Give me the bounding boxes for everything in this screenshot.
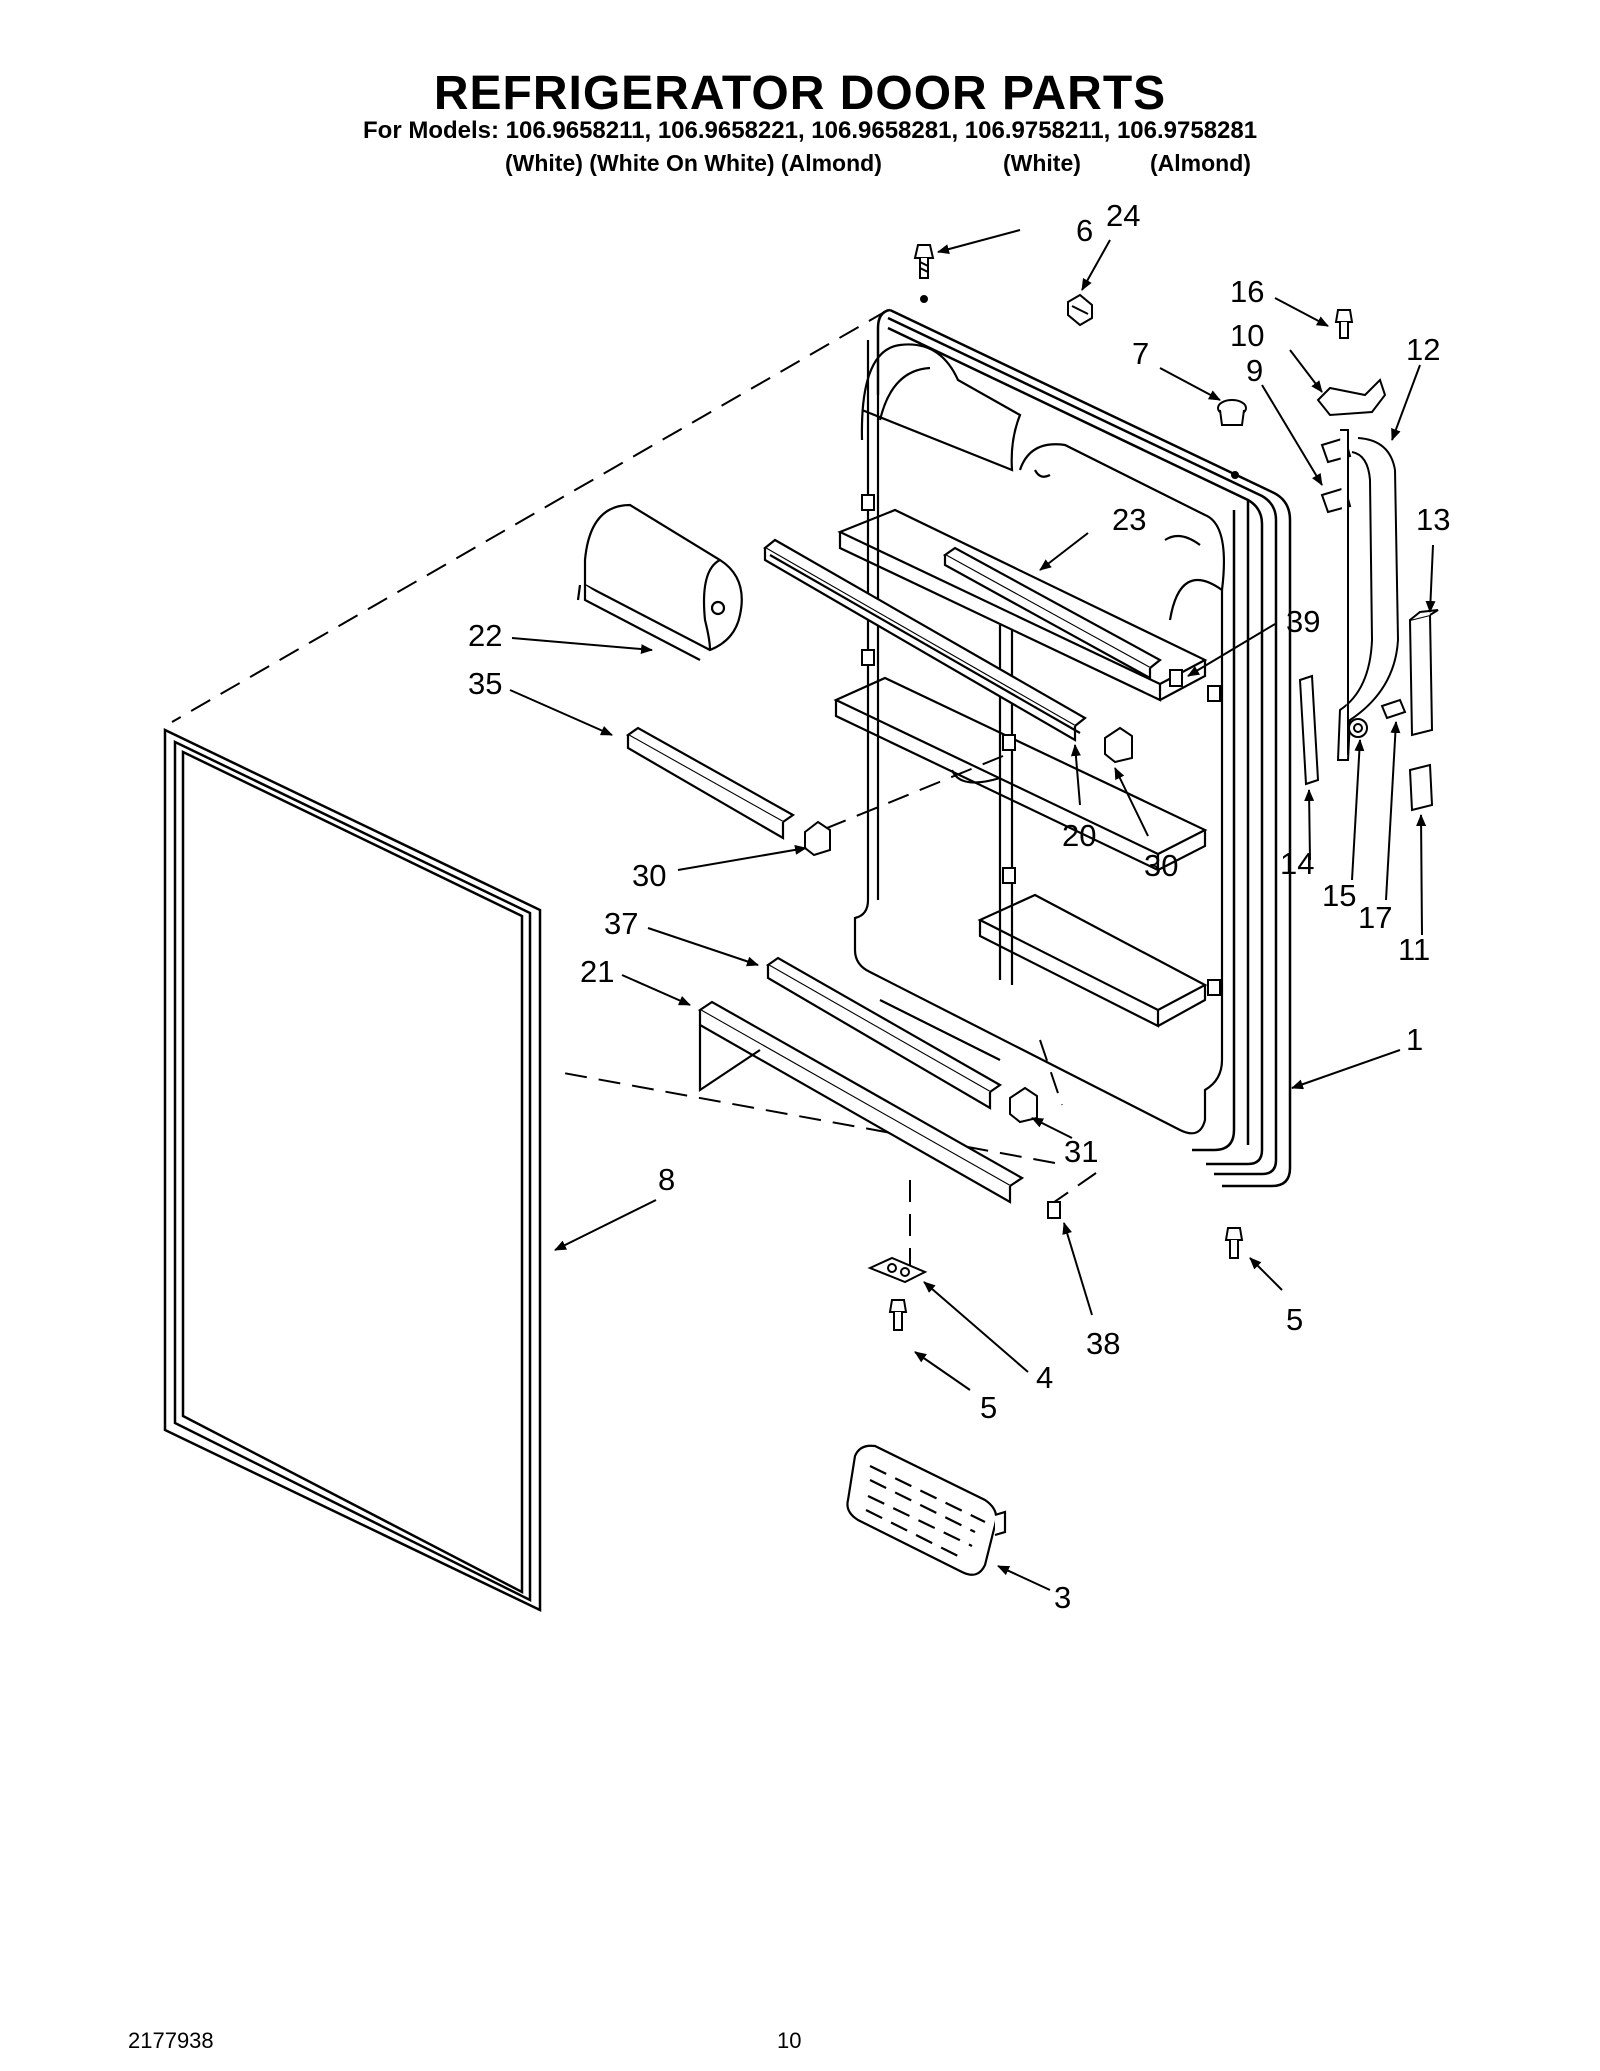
dashed-guide-lines	[171, 309, 1097, 1265]
shelf-rail-23	[942, 546, 1162, 680]
callout-1: 1	[1406, 1022, 1423, 1057]
door-liner	[853, 340, 1224, 1135]
callout-15: 15	[1322, 878, 1356, 913]
shelf-rail-upper	[763, 538, 1087, 742]
callout-24: 24	[1106, 198, 1140, 233]
variant-white: (White)	[1003, 150, 1081, 176]
callout-20: 20	[1062, 818, 1096, 853]
callout-37: 37	[604, 906, 638, 941]
dairy-door	[576, 503, 743, 661]
callout-17: 17	[1358, 900, 1392, 935]
callout-22: 22	[468, 618, 502, 653]
callout-9: 9	[1246, 353, 1263, 388]
callout-39: 39	[1286, 604, 1320, 639]
callout-10: 10	[1230, 318, 1264, 353]
door-shelf-lower	[977, 893, 1208, 1028]
page-title: REFRIGERATOR DOOR PARTS	[433, 67, 1167, 120]
callout-16: 16	[1230, 274, 1264, 309]
handle-assembly	[1298, 309, 1439, 812]
models-line: For Models: 106.9658211, 106.9658221, 10…	[363, 117, 1258, 144]
door-shelf-middle	[833, 676, 1208, 872]
callout-31: 31	[1064, 1134, 1098, 1169]
callout-30-right: 30	[1144, 848, 1178, 883]
callout-5-left: 5	[980, 1390, 997, 1425]
callout-38: 38	[1086, 1326, 1120, 1361]
document-number: 2177938	[128, 2028, 214, 2053]
callout-11: 11	[1398, 932, 1430, 967]
shelf-bar-37	[765, 956, 1003, 1110]
variant-almond: (Almond)	[1150, 150, 1251, 176]
plug-7	[1217, 399, 1247, 479]
bottom-hinge	[867, 1256, 928, 1284]
callout-35: 35	[468, 666, 502, 701]
leader-arrows	[509, 229, 1436, 1591]
callout-23: 23	[1112, 502, 1146, 537]
callout-7: 7	[1132, 336, 1149, 371]
callout-12: 12	[1406, 332, 1440, 367]
callout-5-right: 5	[1286, 1302, 1303, 1337]
screw-6	[913, 244, 935, 303]
dairy-bin-housings	[860, 343, 1225, 621]
callout-8: 8	[658, 1162, 675, 1197]
end-caps	[804, 669, 1183, 1219]
screw-5-left	[888, 1299, 908, 1331]
shelf-bar-35	[625, 726, 796, 840]
callout-30-left: 30	[632, 858, 666, 893]
callout-21: 21	[580, 954, 614, 989]
page-number: 10	[777, 2028, 802, 2053]
variant-group-1: (White) (White On White) (Almond)	[505, 150, 882, 176]
door-panel	[876, 308, 1292, 1188]
screw-5-right	[1224, 1227, 1244, 1259]
door-gasket	[163, 728, 542, 1612]
callout-labels: 6 24 7 16 10 9 12 13 23 39 22 35 20 30 3…	[468, 198, 1450, 1615]
liner-clips	[861, 494, 1221, 996]
callout-13: 13	[1416, 502, 1450, 537]
shelf-bar-21	[697, 1000, 1025, 1204]
kick-cover-3	[846, 1444, 1007, 1576]
callout-14: 14	[1280, 846, 1314, 881]
callout-4: 4	[1036, 1360, 1053, 1395]
callout-3: 3	[1054, 1580, 1071, 1615]
plug-24	[1067, 293, 1093, 327]
callout-6: 6	[1076, 213, 1093, 248]
